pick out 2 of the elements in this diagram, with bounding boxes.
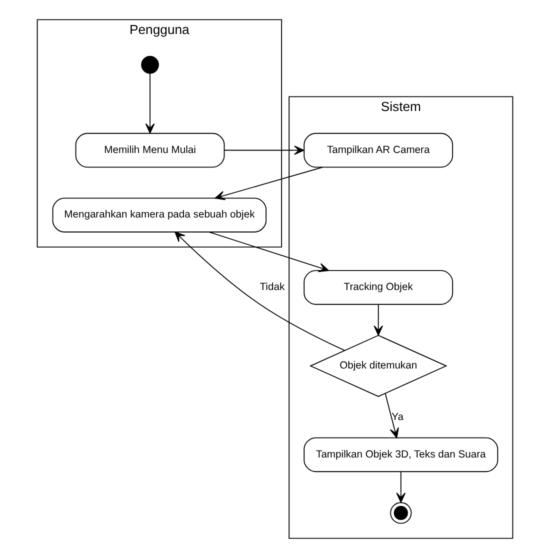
edge-label: Tidak bbox=[260, 282, 285, 294]
edge-label: Ya bbox=[392, 412, 404, 423]
